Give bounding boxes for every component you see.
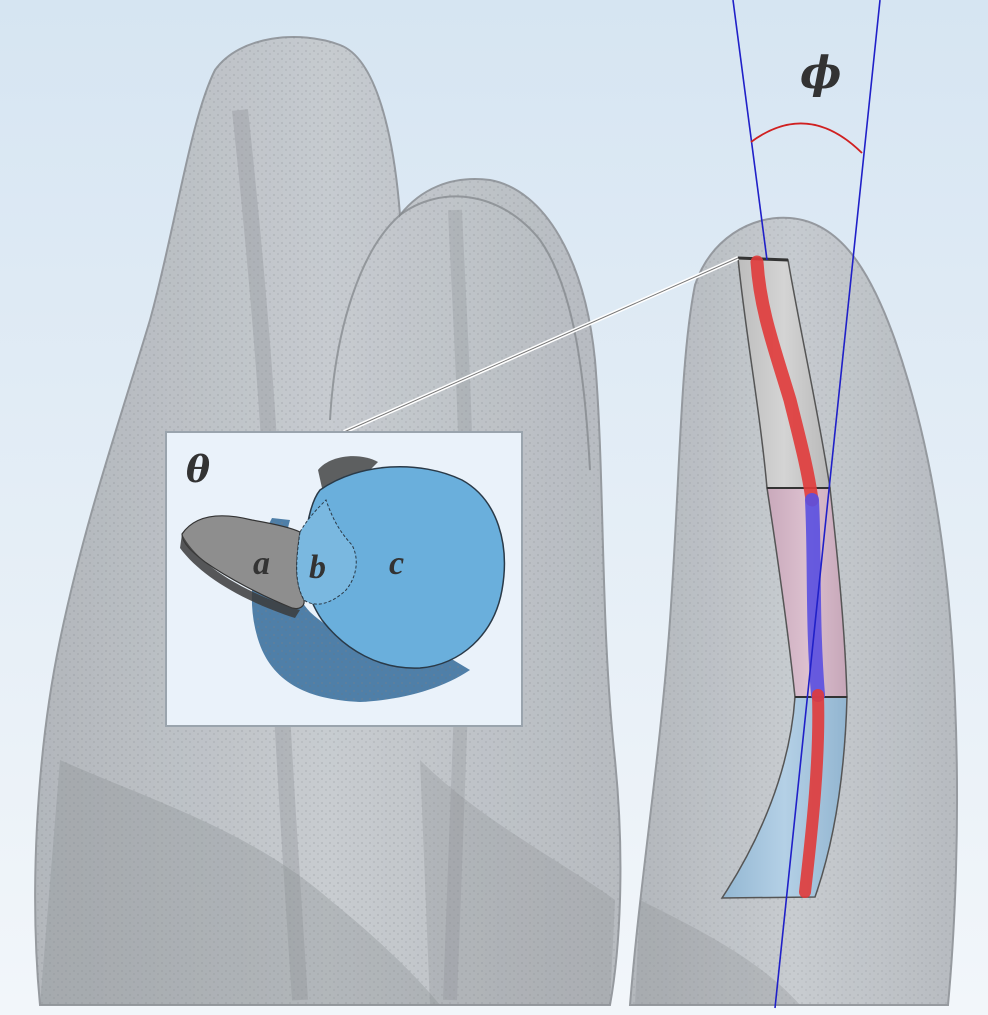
phi-label: ϕ bbox=[800, 48, 841, 99]
label-a: a bbox=[253, 545, 270, 582]
label-b: b bbox=[309, 549, 326, 586]
theta-label: θ bbox=[186, 449, 210, 491]
label-c: c bbox=[389, 545, 404, 582]
cross-section-inset: θ a b c bbox=[166, 432, 522, 726]
